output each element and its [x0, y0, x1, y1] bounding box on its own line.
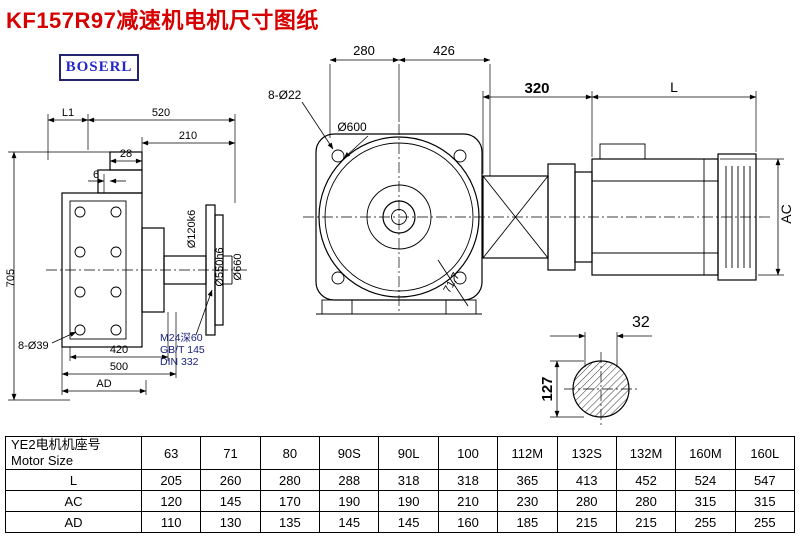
- shaft-section-geometry: [564, 352, 638, 426]
- dim-426: 426: [433, 43, 455, 58]
- dim-71-7: 71.7: [441, 271, 462, 296]
- size-header-cell: 90L: [378, 436, 439, 470]
- dim-28: 28: [120, 148, 132, 160]
- front-view-geometry: [303, 124, 772, 315]
- value-cell: 255: [675, 511, 736, 533]
- table-row-AD: AD 110 130 135 145 145 160 185 215 215 2…: [5, 511, 796, 533]
- row-label-cell: L: [5, 469, 142, 491]
- size-header-cell: 63: [140, 436, 202, 470]
- side-view-dimension-lines: [8, 114, 236, 401]
- value-cell: 170: [259, 490, 321, 512]
- dim-8-d22: 8-Ø22: [268, 88, 302, 102]
- technical-drawing: L1 520 210 28 6 705 8-Ø39 420 500 AD Ø12…: [5, 43, 794, 426]
- dim-127: 127: [539, 376, 556, 401]
- value-cell: 110: [140, 511, 202, 533]
- value-cell: 130: [200, 511, 261, 533]
- motor-view-geometry: [482, 143, 757, 281]
- dim-210: 210: [179, 130, 197, 142]
- value-cell: 288: [319, 469, 380, 491]
- boserl-logo-text: BOSERL: [65, 59, 133, 75]
- value-cell: 452: [615, 469, 677, 491]
- dim-d550h6: Ø550h6: [214, 247, 226, 286]
- size-header-cell: 112M: [497, 436, 558, 470]
- value-cell: 365: [497, 469, 558, 491]
- table-row-AC: AC 120 145 170 190 190 210 230 280 280 3…: [5, 490, 796, 512]
- value-cell: 145: [200, 490, 261, 512]
- value-cell: 135: [259, 511, 321, 533]
- value-cell: 145: [378, 511, 439, 533]
- value-cell: 318: [437, 469, 499, 491]
- motor-size-header-en: Motor Size: [11, 453, 74, 468]
- dim-420: 420: [110, 344, 128, 356]
- size-header-cell: 80: [259, 436, 321, 470]
- dim-520: 520: [152, 107, 170, 119]
- motor-size-header-cell: YE2电机机座号 Motor Size: [5, 436, 142, 470]
- dim-705: 705: [5, 269, 17, 287]
- dim-8-d39: 8-Ø39: [18, 340, 49, 352]
- table-header-row: YE2电机机座号 Motor Size 63 71 80 90S 90L 100…: [5, 436, 796, 470]
- table-row-L: L 205 260 280 288 318 318 365 413 452 52…: [5, 469, 796, 491]
- dim-d660: Ø660: [232, 254, 244, 281]
- value-cell: 185: [497, 511, 558, 533]
- boserl-logo: BOSERL: [59, 54, 139, 81]
- size-header-cell: 132M: [615, 436, 677, 470]
- motor-view-dimension-lines: [482, 91, 784, 276]
- front-view-dimension-lines: [301, 57, 491, 176]
- value-cell: 413: [556, 469, 617, 491]
- value-cell: 120: [140, 490, 202, 512]
- dim-L1: L1: [62, 107, 74, 119]
- size-header-cell: 90S: [319, 436, 380, 470]
- dim-AC: AC: [778, 204, 794, 223]
- value-cell: 145: [319, 511, 380, 533]
- value-cell: 215: [556, 511, 617, 533]
- dim-280: 280: [353, 43, 375, 58]
- dim-d120k6: Ø120k6: [186, 210, 198, 249]
- value-cell: 160: [437, 511, 499, 533]
- dim-500: 500: [110, 361, 128, 373]
- dim-320: 320: [524, 80, 549, 97]
- value-cell: 215: [615, 511, 677, 533]
- value-cell: 547: [734, 469, 796, 491]
- value-cell: 524: [675, 469, 736, 491]
- value-cell: 260: [200, 469, 261, 491]
- page-title: KF157R97减速机电机尺寸图纸: [6, 8, 319, 33]
- note-gbt145: GB/T 145: [160, 344, 205, 356]
- dim-AD: AD: [96, 378, 111, 390]
- size-header-cell: 160M: [675, 436, 736, 470]
- motor-dimensions-table: YE2电机机座号 Motor Size 63 71 80 90S 90L 100…: [5, 436, 796, 533]
- value-cell: 255: [734, 511, 796, 533]
- value-cell: 280: [259, 469, 321, 491]
- value-cell: 318: [378, 469, 439, 491]
- value-cell: 280: [615, 490, 677, 512]
- value-cell: 205: [140, 469, 202, 491]
- dim-32: 32: [632, 314, 650, 331]
- row-label-cell: AC: [5, 490, 142, 512]
- dim-6: 6: [93, 169, 99, 181]
- shaft-section-dimension-lines: [550, 332, 652, 418]
- value-cell: 190: [319, 490, 380, 512]
- motor-size-header-cn: YE2电机机座号: [11, 437, 101, 453]
- size-header-cell: 132S: [556, 436, 617, 470]
- size-header-cell: 160L: [734, 436, 796, 470]
- value-cell: 280: [556, 490, 617, 512]
- dim-L: L: [670, 79, 678, 95]
- value-cell: 315: [734, 490, 796, 512]
- row-label-cell: AD: [5, 511, 142, 533]
- side-view-bolt-holes: [74, 206, 122, 336]
- value-cell: 230: [497, 490, 558, 512]
- size-header-cell: 71: [200, 436, 261, 470]
- note-m24: M24深60: [160, 332, 203, 344]
- value-cell: 210: [437, 490, 499, 512]
- value-cell: 190: [378, 490, 439, 512]
- note-din332: DIN 332: [160, 356, 199, 368]
- size-header-cell: 100: [437, 436, 499, 470]
- dim-d600: Ø600: [337, 120, 367, 134]
- value-cell: 315: [675, 490, 736, 512]
